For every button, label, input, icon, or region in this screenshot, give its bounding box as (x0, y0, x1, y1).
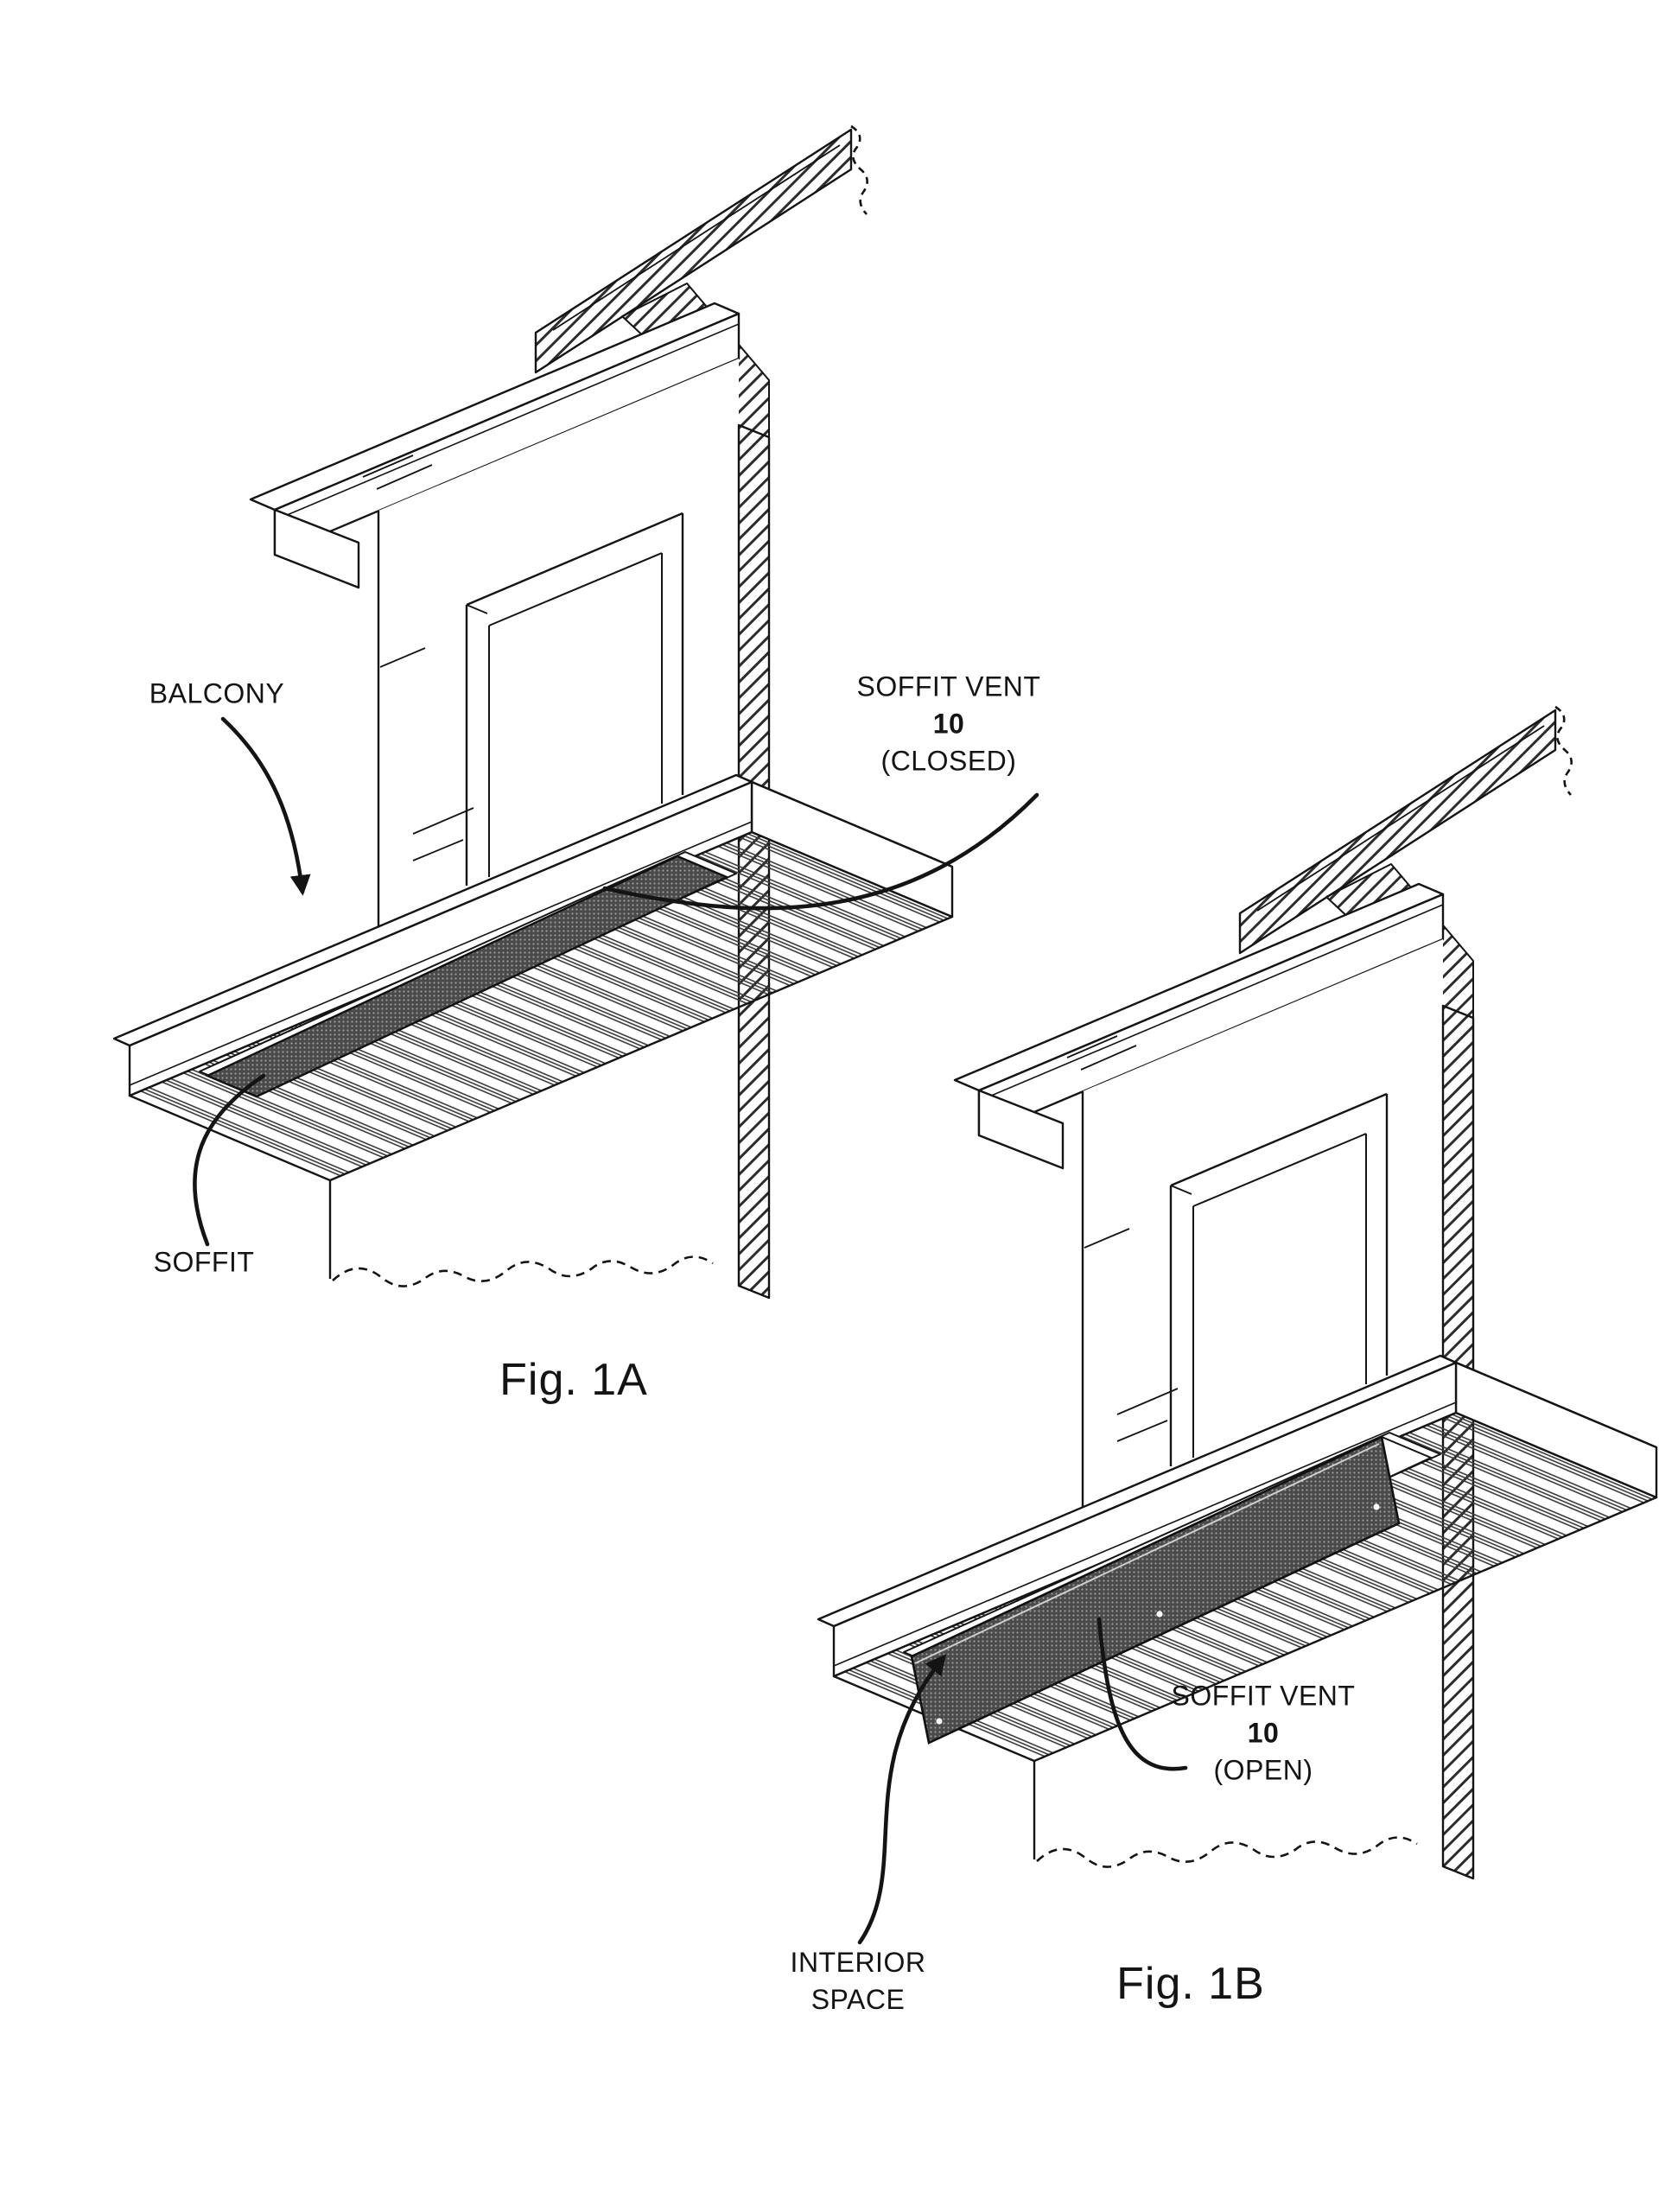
caption-fig-1a: Fig. 1A (499, 1355, 648, 1405)
label-soffit-vent-open-state: (OPEN) (1213, 1754, 1313, 1786)
soffit-vent-closed-strip (205, 855, 729, 1098)
label-soffit-vent-closed-ref: 10 (932, 708, 965, 740)
label-soffit-vent-open-line1: SOFFIT VENT (1171, 1680, 1356, 1712)
fig1b-drawing (817, 705, 1658, 1880)
annotation-leaders (193, 716, 1188, 1945)
label-soffit-vent-closed-line1: SOFFIT VENT (856, 671, 1041, 702)
label-soffit-vent-open: SOFFIT VENT 10 (OPEN) (1172, 1678, 1356, 1789)
fig1a-drawing (112, 124, 954, 1300)
label-soffit-vent-closed-state: (CLOSED) (880, 745, 1017, 777)
label-interior-line1: INTERIOR (790, 1947, 926, 1978)
soffit-leader (193, 1073, 266, 1247)
balcony-arrow (220, 716, 311, 896)
label-soffit-vent-closed: SOFFIT VENT 10 (CLOSED) (857, 669, 1041, 780)
caption-fig-1b: Fig. 1B (1116, 1959, 1265, 2009)
label-interior-space: INTERIOR SPACE (791, 1944, 926, 2018)
label-soffit: SOFFIT (153, 1246, 255, 1278)
soffit-vent-open-panel (910, 1435, 1401, 1745)
soffit-vent-closed-leader (602, 792, 1039, 911)
label-balcony: BALCONY (149, 677, 285, 709)
label-interior-line2: SPACE (810, 1984, 906, 2015)
soffit-vent-open-leader (1096, 1617, 1188, 1771)
interior-space-arrow (857, 1654, 947, 1945)
label-soffit-vent-open-ref: 10 (1247, 1717, 1280, 1749)
